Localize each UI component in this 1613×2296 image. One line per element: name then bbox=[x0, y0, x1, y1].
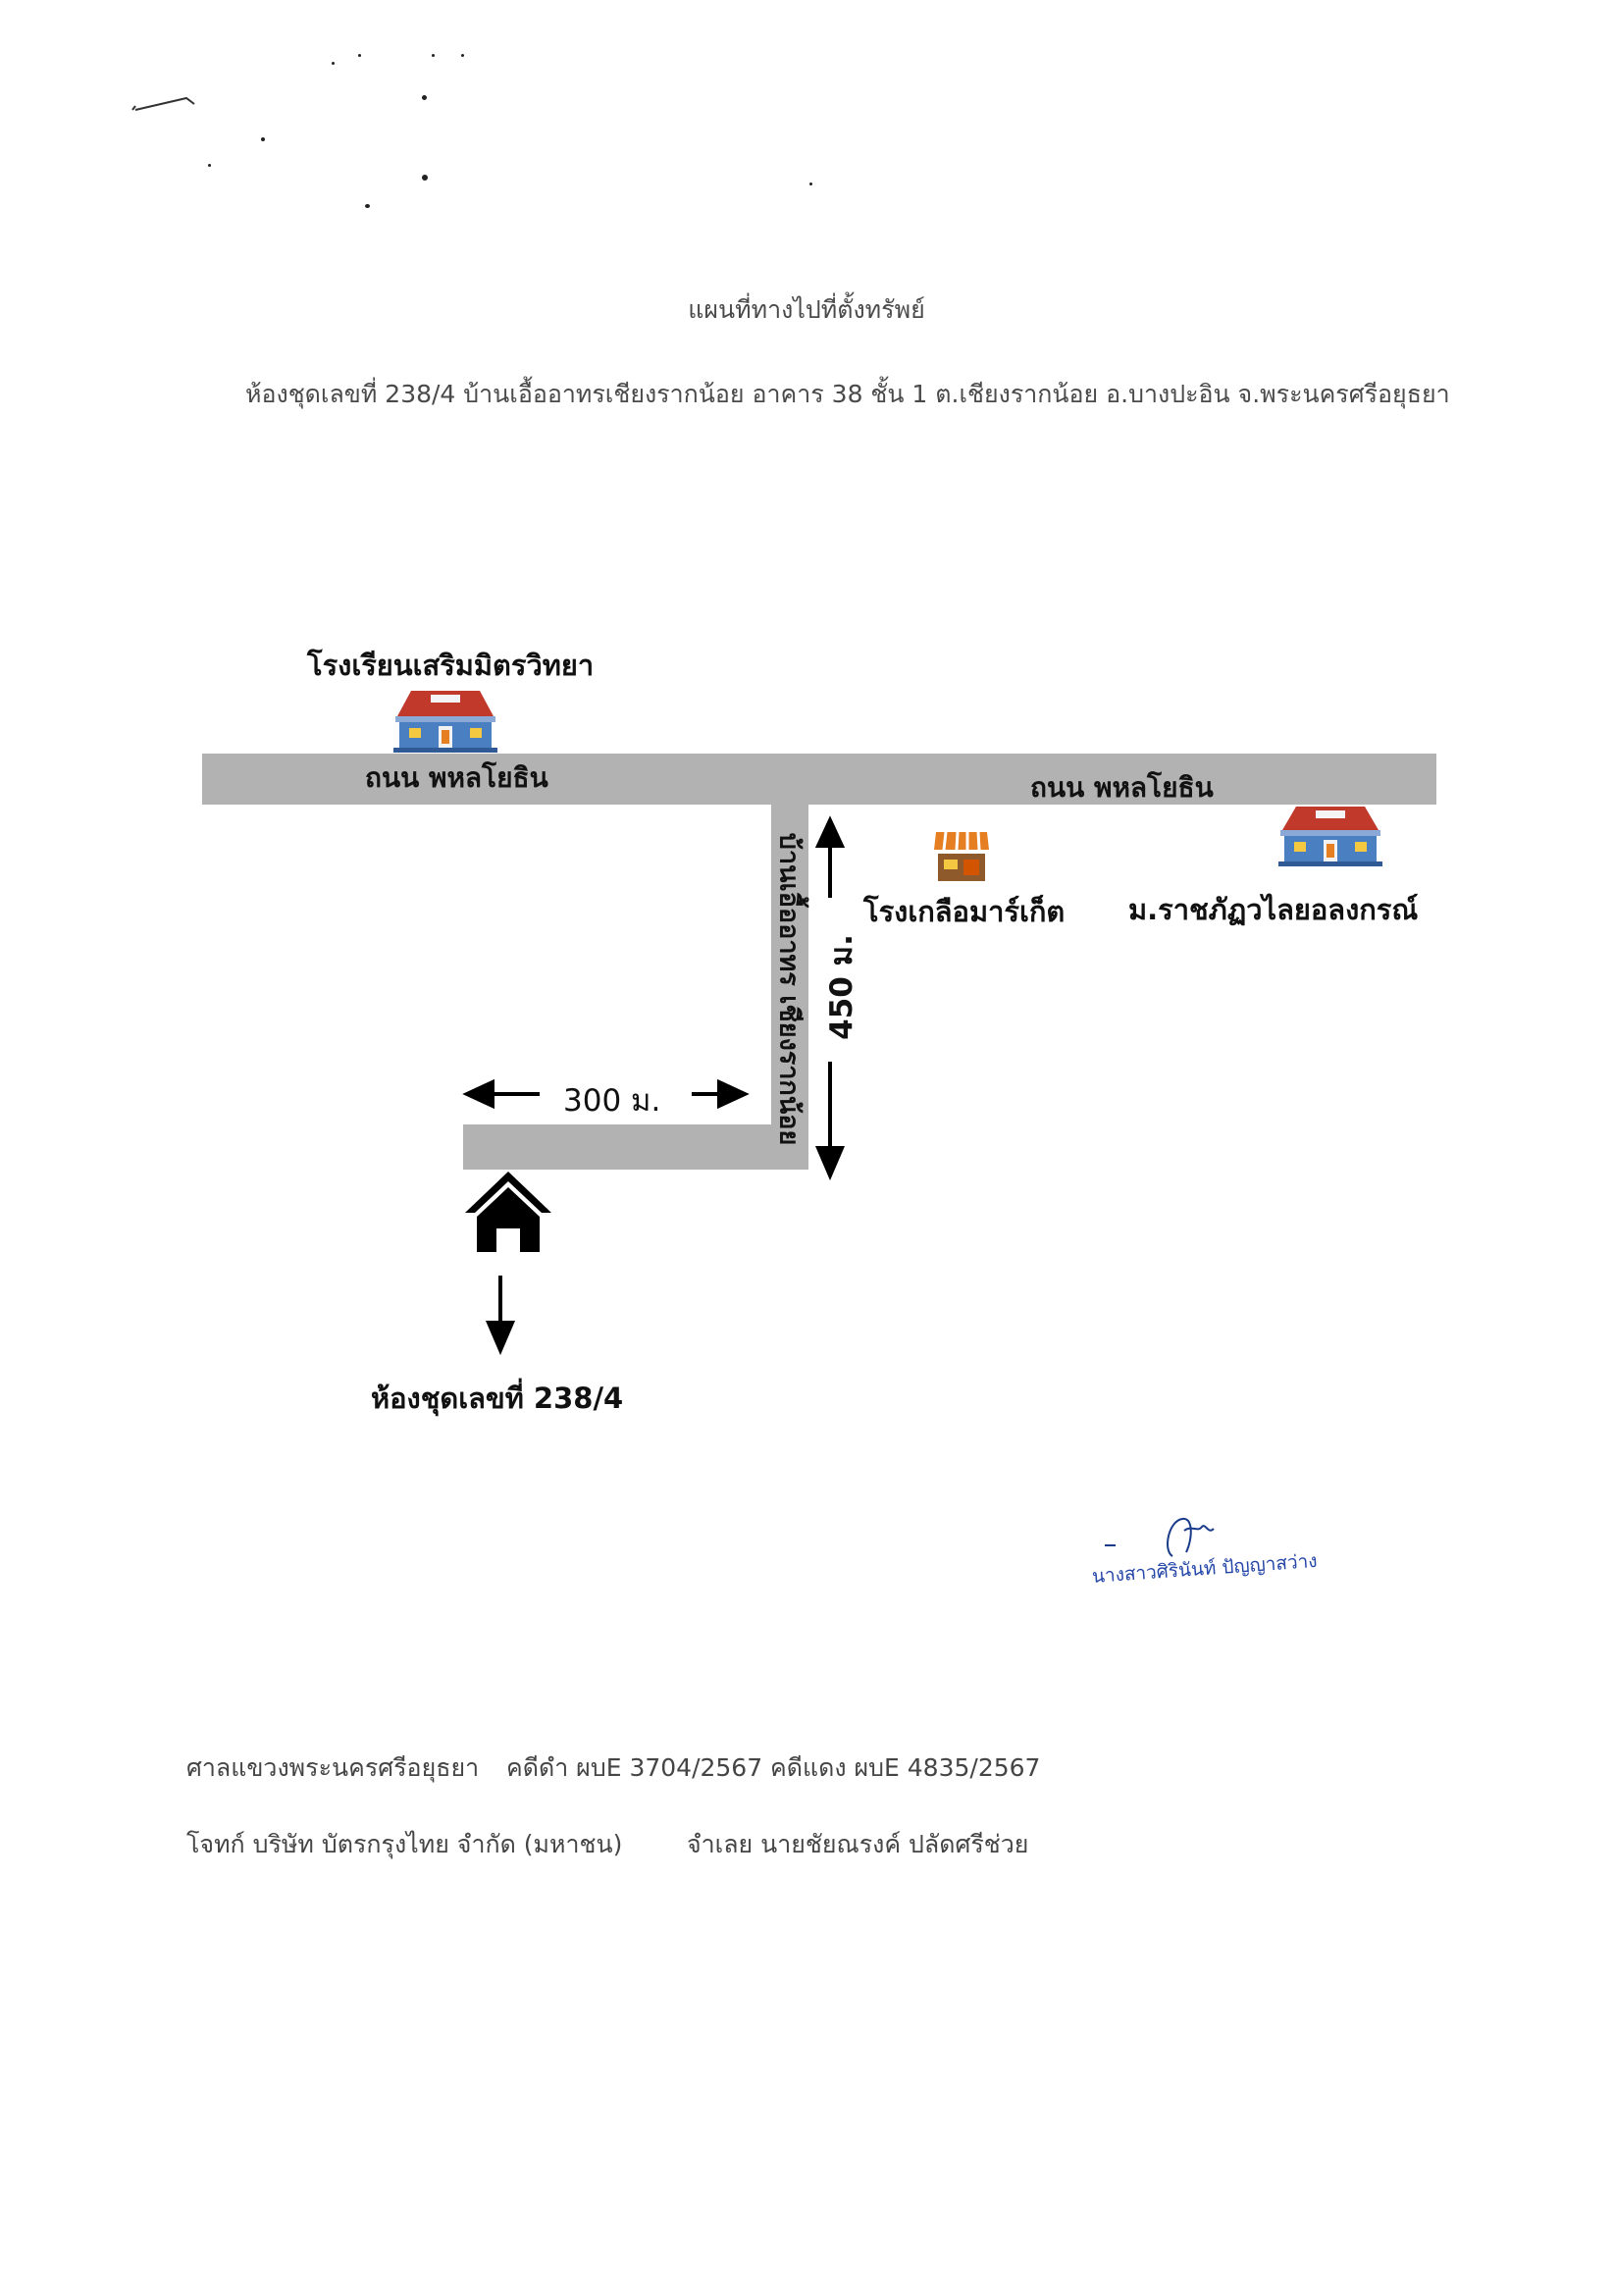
university-icon bbox=[1278, 807, 1382, 866]
school-label: โรงเรียนเสริมมิตรวิทยา bbox=[307, 649, 595, 682]
road-label-left: ถนน พหลโยธิน bbox=[365, 761, 548, 794]
down-arrow-to-unit bbox=[485, 1276, 516, 1356]
defendant: จำเลย นายชัยณรงค์ ปลัดศรีช่วย bbox=[687, 1830, 1029, 1858]
distance-vertical: 450 ม. bbox=[824, 934, 859, 1040]
court-name: ศาลแขวงพระนครศรีอยุธยา bbox=[186, 1753, 480, 1782]
road-label-right: ถนน พหลโยธิน bbox=[1030, 771, 1214, 804]
phahonyothin-road bbox=[202, 754, 1436, 805]
vertical-arrow-down bbox=[814, 1062, 846, 1181]
signature-mark bbox=[1105, 1517, 1215, 1557]
market-icon bbox=[934, 831, 989, 881]
scan-stroke bbox=[131, 96, 195, 111]
property-address: ห้องชุดเลขที่ 238/4 บ้านเอื้ออาทรเชียงรา… bbox=[245, 380, 1450, 408]
distance-horizontal: 300 ม. bbox=[563, 1083, 661, 1119]
house-icon bbox=[465, 1172, 551, 1252]
plaintiff: โจทก์ บริษัท บัตรกรุงไทย จำกัด (มหาชน) bbox=[186, 1830, 623, 1858]
vertical-arrow-up bbox=[814, 815, 846, 898]
soi-road bbox=[771, 803, 808, 1170]
school-icon bbox=[393, 691, 497, 753]
market-label: โรงเกลือมาร์เก็ต bbox=[863, 895, 1066, 928]
horizontal-arrow-left bbox=[462, 1078, 540, 1110]
access-road bbox=[463, 1124, 808, 1170]
horizontal-arrow-right bbox=[692, 1078, 750, 1110]
case-numbers: คดีดำ ผบE 3704/2567 คดีแดง ผบE 4835/2567 bbox=[506, 1753, 1041, 1782]
unit-label: ห้องชุดเลขที่ 238/4 bbox=[371, 1382, 624, 1415]
page-title: แผนที่ทางไปที่ตั้งทรัพย์ bbox=[688, 295, 925, 324]
university-label: ม.ราชภัฏวไลยอลงกรณ์ bbox=[1128, 893, 1419, 926]
